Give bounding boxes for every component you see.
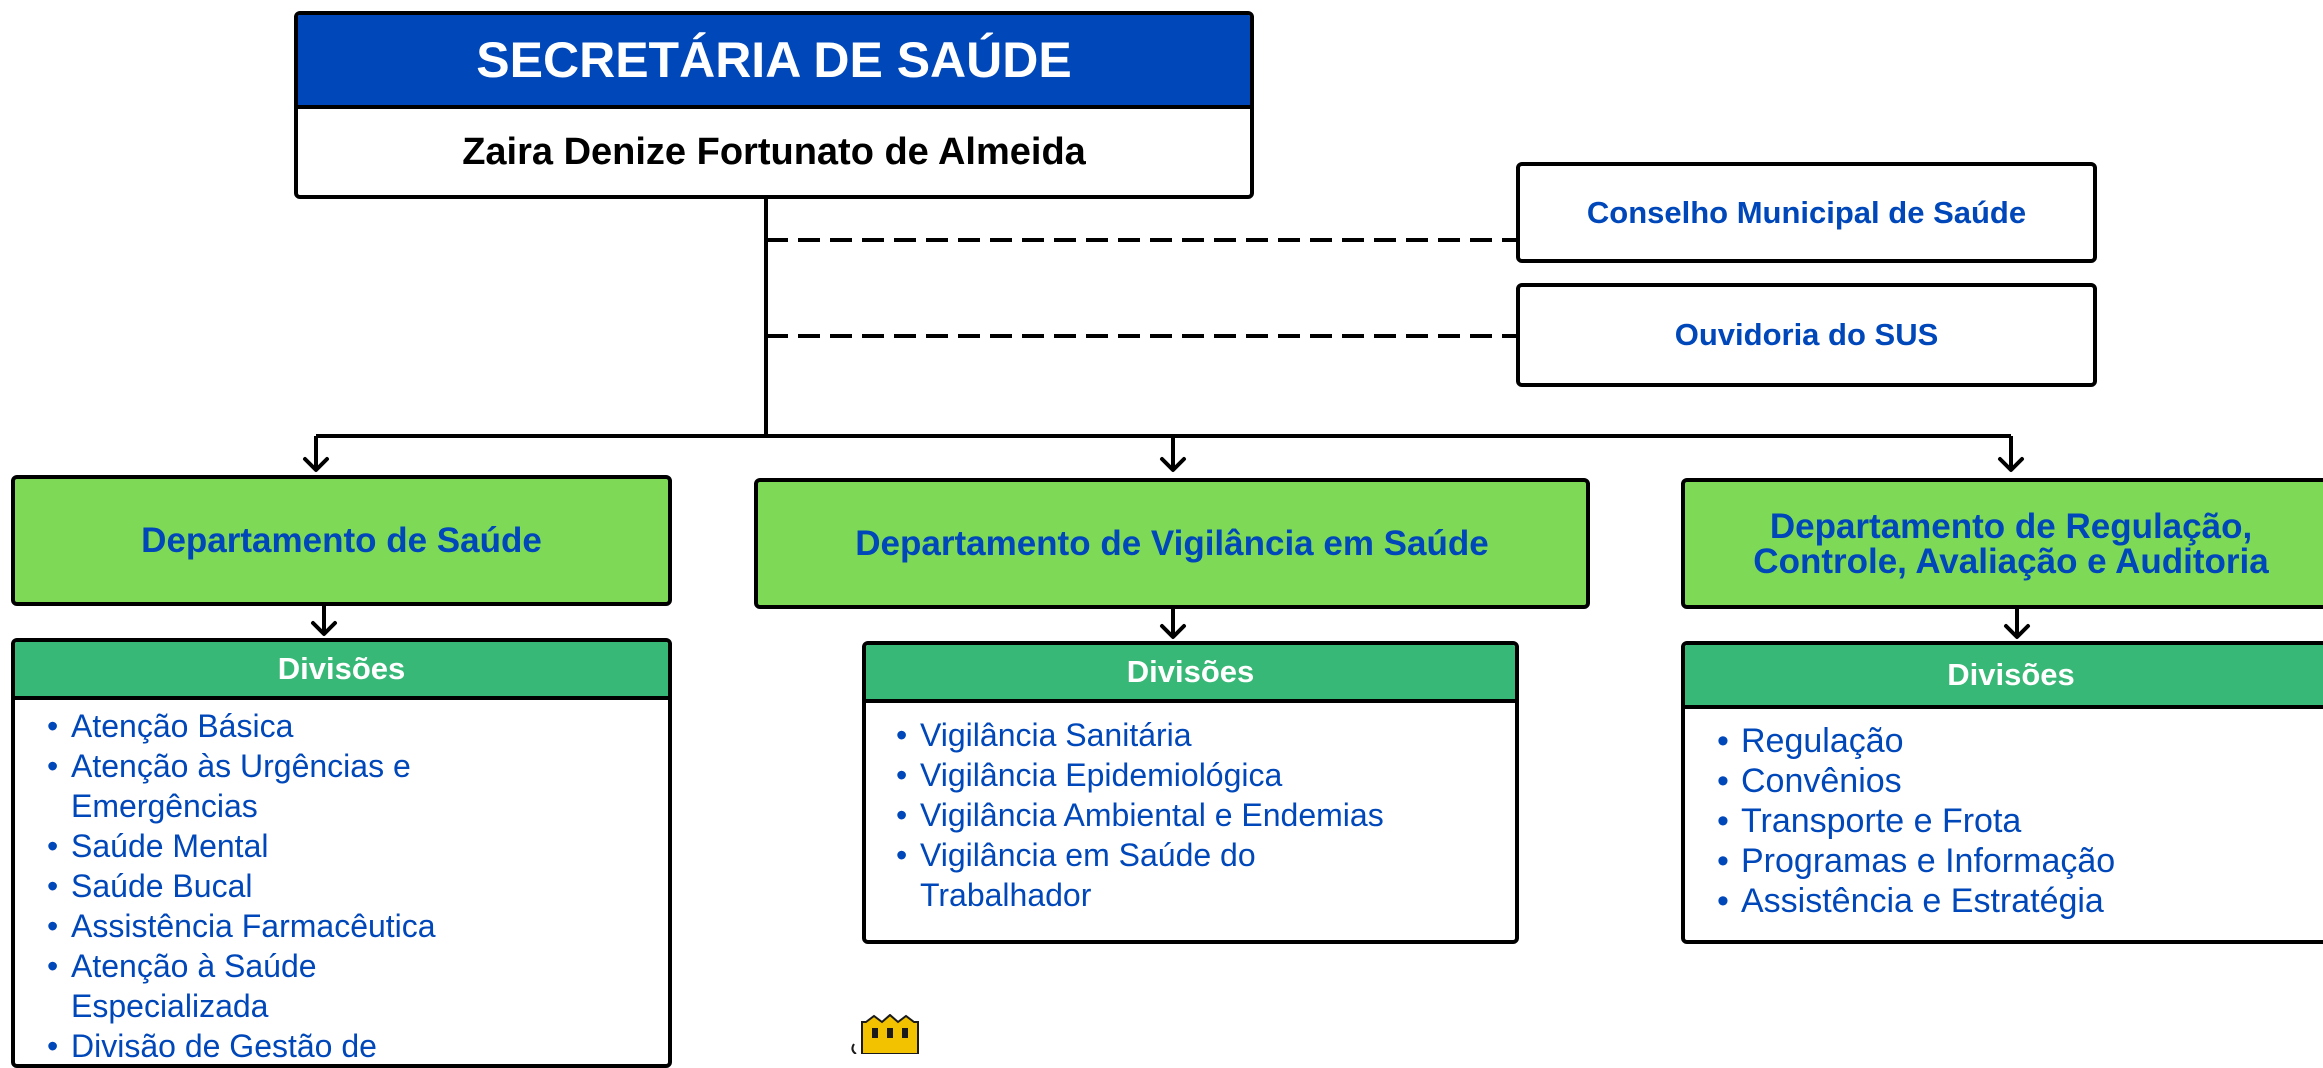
- secretaria-name: Zaira Denize Fortunato de Almeida: [462, 130, 1086, 173]
- list-item: Vigilância Sanitária: [896, 715, 1426, 755]
- divisions-box-vigilancia: Divisões Vigilância Sanitária Vigilância…: [862, 641, 1519, 944]
- department-box-regulacao: Departamento de Regulação, Controle, Ava…: [1681, 478, 2323, 609]
- list-item: Vigilância Ambiental e Endemias: [896, 795, 1426, 835]
- divisions-header: Divisões: [866, 645, 1515, 703]
- secretaria-title: SECRETÁRIA DE SAÚDE: [298, 15, 1250, 109]
- department-title: Departamento de Regulação, Controle, Ava…: [1753, 506, 2269, 581]
- arrow-div-2: [1160, 624, 1186, 639]
- list-item: Convênios: [1717, 761, 2277, 801]
- list-item: Regulação: [1717, 721, 2277, 761]
- secretaria-box: SECRETÁRIA DE SAÚDE Zaira Denize Fortuna…: [294, 11, 1254, 199]
- divisions-box-regulacao: Divisões Regulação Convênios Transporte …: [1681, 641, 2323, 944]
- list-item: Atenção às Urgências e Emergências: [47, 746, 477, 826]
- arrow-dept-1: [303, 457, 329, 472]
- arrow-div-3: [2004, 624, 2030, 639]
- department-box-vigilancia: Departamento de Vigilância em Saúde: [754, 478, 1590, 609]
- list-item: Programas e Informação: [1717, 841, 2277, 881]
- conselho-municipal-label: Conselho Municipal de Saúde: [1586, 194, 2027, 230]
- arrow-dept-2: [1160, 457, 1186, 472]
- arrow-dept-3: [1998, 457, 2024, 472]
- list-item: Transporte e Frota: [1717, 801, 2277, 841]
- ouvidoria-sus-box: Ouvidoria do SUS: [1516, 283, 2097, 387]
- divisions-header: Divisões: [1685, 645, 2323, 709]
- municipal-crest-icon: [851, 1014, 919, 1054]
- list-item: Vigilância Epidemiológica: [896, 755, 1426, 795]
- list-item: Divisão de Gestão de Pessoas: [47, 1026, 477, 1064]
- list-item: Assistência e Estratégia: [1717, 881, 2277, 921]
- department-title: Departamento de Saúde: [141, 521, 542, 560]
- divisions-list: Vigilância Sanitária Vigilância Epidemio…: [866, 703, 1426, 915]
- divisions-list: Regulação Convênios Transporte e Frota P…: [1685, 709, 2277, 921]
- list-item: Atenção Básica: [47, 706, 477, 746]
- divisions-box-saude: Divisões Atenção Básica Atenção às Urgên…: [11, 638, 672, 1068]
- department-box-saude: Departamento de Saúde: [11, 475, 672, 606]
- list-item: Assistência Farmacêutica: [47, 906, 477, 946]
- list-item: Atenção à Saúde Especializada: [47, 946, 477, 1026]
- divisions-list: Atenção Básica Atenção às Urgências e Em…: [15, 700, 477, 1064]
- arrow-div-1: [311, 621, 337, 636]
- list-item: Vigilância em Saúde do Trabalhador: [896, 835, 1340, 915]
- ouvidoria-sus-label: Ouvidoria do SUS: [1674, 317, 1939, 352]
- department-title: Departamento de Vigilância em Saúde: [855, 524, 1489, 563]
- list-item: Saúde Mental: [47, 826, 477, 866]
- conselho-municipal-box: Conselho Municipal de Saúde: [1516, 162, 2097, 263]
- divisions-header: Divisões: [15, 642, 668, 700]
- list-item: Saúde Bucal: [47, 866, 477, 906]
